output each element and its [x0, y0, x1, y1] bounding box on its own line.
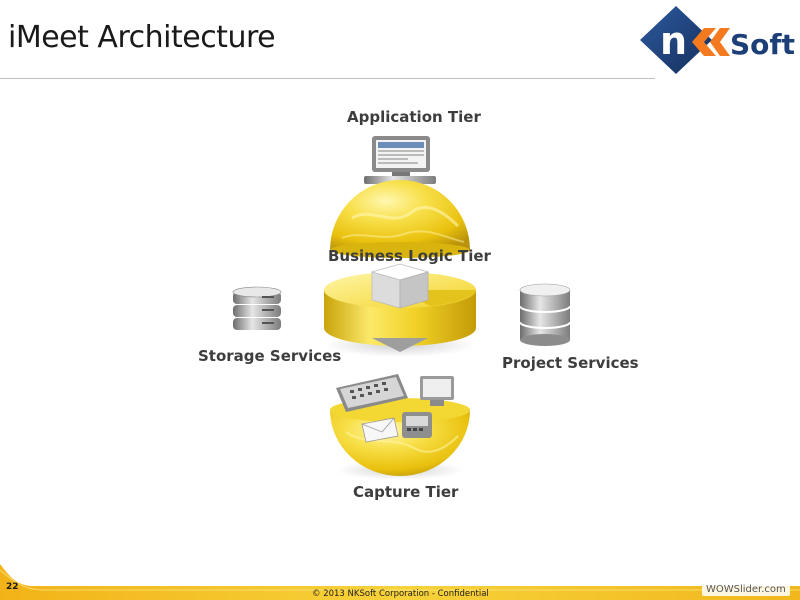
application-tier-dome [330, 180, 470, 258]
svg-text:n: n [660, 19, 687, 63]
capture-devices-icon [336, 374, 454, 443]
business-logic-disc [324, 263, 476, 357]
application-tier-label: Application Tier [347, 108, 481, 126]
page-number: 22 [6, 582, 19, 592]
storage-services-label: Storage Services [198, 347, 342, 365]
footer-band [0, 564, 800, 600]
nksoft-logo: n Soft [640, 6, 795, 74]
storage-stack-icon [232, 286, 282, 330]
logo-text: Soft [730, 28, 795, 61]
wowslider-watermark: WOWSlider.com [702, 583, 790, 596]
project-services-label: Project Services [502, 354, 639, 372]
title-divider [0, 78, 655, 79]
copyright-text: © 2013 NKSoft Corporation - Confidential [312, 589, 489, 599]
database-icon [519, 283, 571, 346]
computer-icon [364, 136, 436, 184]
slide-title: iMeet Architecture [8, 20, 276, 55]
business-logic-tier-label: Business Logic Tier [328, 247, 491, 265]
capture-tier-label: Capture Tier [353, 483, 459, 501]
